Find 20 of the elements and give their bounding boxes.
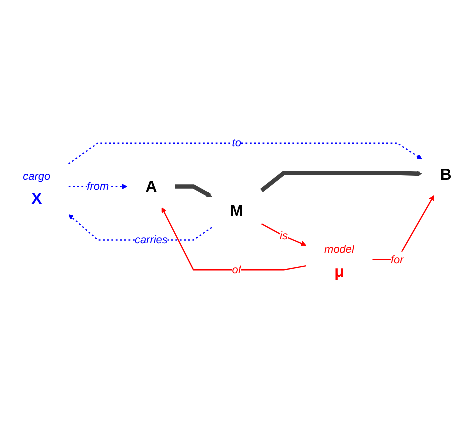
arrow xyxy=(260,171,422,193)
edge-label: from xyxy=(87,180,110,193)
arrow xyxy=(372,196,434,261)
node-text: A xyxy=(146,177,158,196)
arrow xyxy=(175,184,212,198)
arrow xyxy=(68,142,422,165)
arrow xyxy=(261,224,307,246)
arrow xyxy=(162,208,306,271)
edge-label: for xyxy=(391,254,404,266)
node-label: model xyxy=(324,243,354,256)
node-text: X xyxy=(32,189,42,208)
node-text: M xyxy=(230,201,244,220)
node-text: B xyxy=(440,165,452,184)
arrow xyxy=(68,184,128,190)
edge-label: is xyxy=(280,230,288,242)
node-text: μ xyxy=(334,262,344,281)
edge-label: carries xyxy=(134,234,168,246)
edge-label: of xyxy=(232,264,242,276)
node-label: cargo xyxy=(23,170,51,183)
edge-label: to xyxy=(232,136,242,150)
